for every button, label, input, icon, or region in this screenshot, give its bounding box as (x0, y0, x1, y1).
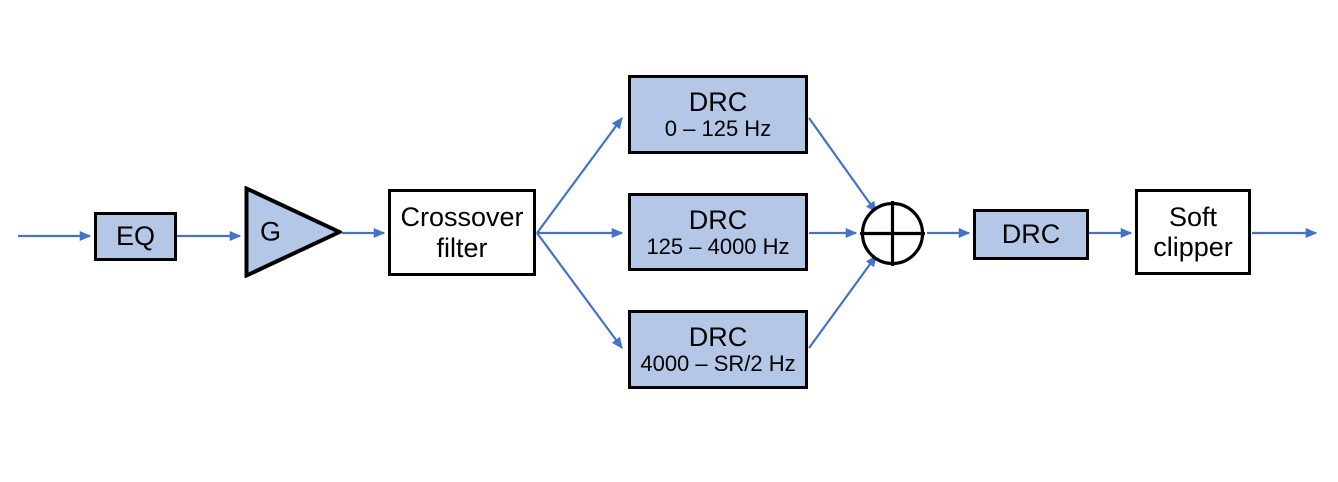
block-drc-high-band[interactable]: DRC 4000 – SR/2 Hz (628, 310, 808, 389)
block-drc-high-range: 4000 – SR/2 Hz (640, 351, 796, 377)
block-soft-clipper[interactable]: Soft clipper (1135, 189, 1251, 275)
block-crossover-sublabel: filter (436, 232, 488, 263)
block-drc-mid-label: DRC (688, 204, 748, 235)
wire-crossover-to-drc-high (536, 232, 623, 349)
block-soft-clipper-sublabel: clipper (1153, 232, 1233, 262)
wire-crossover-to-drc-low (536, 117, 623, 234)
block-drc-low-label: DRC (688, 87, 748, 118)
block-eq[interactable]: EQ (94, 212, 177, 261)
wire-drc-high-to-summer (808, 255, 877, 349)
block-drc-low-range: 0 – 125 Hz (664, 116, 772, 142)
block-drc-mid-band[interactable]: DRC 125 – 4000 Hz (628, 193, 808, 271)
block-crossover-label: Crossover (400, 202, 524, 233)
block-eq-label: EQ (115, 221, 155, 252)
block-drc-mid-range: 125 – 4000 Hz (646, 233, 790, 259)
block-drc-master[interactable]: DRC (973, 209, 1089, 260)
summing-junction[interactable] (859, 200, 926, 267)
wire-drc-low-to-summer (808, 117, 877, 213)
triangle-shape (244, 186, 342, 278)
block-drc-low-band[interactable]: DRC 0 – 125 Hz (628, 75, 808, 154)
block-gain-amplifier[interactable]: G (244, 186, 342, 278)
block-drc-high-label: DRC (688, 322, 748, 353)
block-gain-label: G (260, 216, 282, 247)
block-drc-master-label: DRC (1001, 219, 1061, 250)
block-soft-clipper-label: Soft (1168, 201, 1218, 232)
circle-plus-icon (860, 201, 925, 266)
block-crossover-filter[interactable]: Crossover filter (388, 189, 536, 276)
